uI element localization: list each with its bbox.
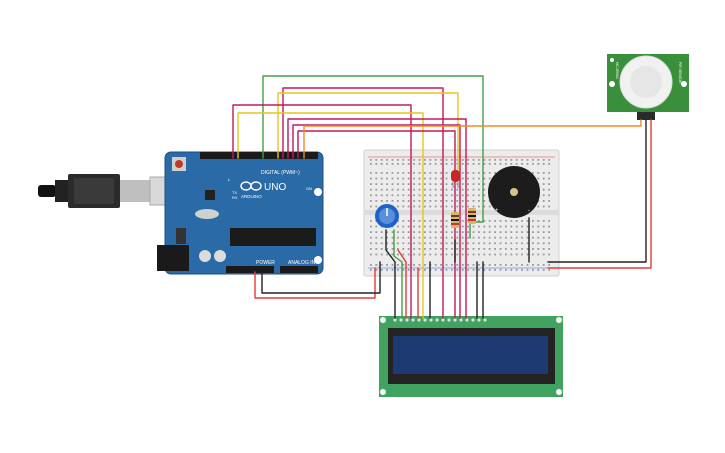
potentiometer[interactable] [375, 204, 399, 228]
resistor-2[interactable] [468, 208, 476, 224]
buzzer-minus-label: - [528, 208, 530, 214]
led-red[interactable] [451, 170, 460, 188]
wire-red-5v[interactable] [254, 267, 376, 299]
wire-black-gnd[interactable] [261, 261, 381, 294]
arduino-brand-text: ARDUINO [241, 194, 262, 199]
analog-header[interactable] [280, 266, 318, 273]
digital-label: DIGITAL (PWM~) [261, 170, 300, 176]
power-label: POWER [256, 260, 275, 266]
arduino-logo-icon [240, 181, 262, 191]
pir-sensor[interactable]: HC-SR501 PIR SENSOR [607, 54, 689, 120]
piezo-buzzer[interactable]: + - [488, 166, 540, 218]
buzzer-plus-label: + [495, 208, 499, 214]
wire-red-pir[interactable] [547, 119, 652, 269]
on-label: ON [306, 186, 312, 191]
wire-green-pot[interactable] [393, 229, 403, 319]
lcd-screen [393, 336, 548, 374]
atmega-chip [230, 228, 316, 246]
wire-green-top[interactable] [262, 75, 484, 239]
analog-label: ANALOG IN [288, 260, 316, 266]
digital-header[interactable] [200, 152, 318, 159]
wire-magenta-4[interactable] [292, 124, 461, 319]
tx-label: TX [232, 190, 237, 195]
l-label: L [228, 177, 231, 182]
wire-magenta-3[interactable] [287, 118, 467, 319]
lcd-pin-header[interactable] [393, 318, 487, 322]
power-header[interactable] [226, 266, 274, 273]
arduino-uno-board[interactable]: DIGITAL (PWM~) POWER ANALOG IN TX RX ON … [157, 151, 324, 275]
lcd-16x2[interactable] [379, 316, 563, 397]
wire-magenta-2[interactable] [232, 104, 412, 319]
wire-orange-pir[interactable] [303, 119, 642, 159]
wire-red-pot[interactable] [397, 249, 407, 319]
wire-yellow-2[interactable] [237, 112, 424, 319]
resistor-1[interactable] [451, 212, 459, 228]
wire-black-pir[interactable] [547, 119, 647, 263]
rx-label: RX [232, 195, 238, 200]
wire-magenta-1[interactable] [282, 87, 444, 319]
pir-label-left: HC-SR501 [615, 62, 619, 79]
wire-group [232, 75, 652, 319]
power-jack [157, 245, 189, 271]
pir-label-right: PIR SENSOR [678, 62, 682, 84]
wire-yellow-1[interactable] [277, 92, 459, 173]
wire-black-pot[interactable] [385, 229, 396, 319]
pir-pins[interactable] [637, 112, 655, 120]
uno-logo-text: UNO [264, 182, 286, 193]
